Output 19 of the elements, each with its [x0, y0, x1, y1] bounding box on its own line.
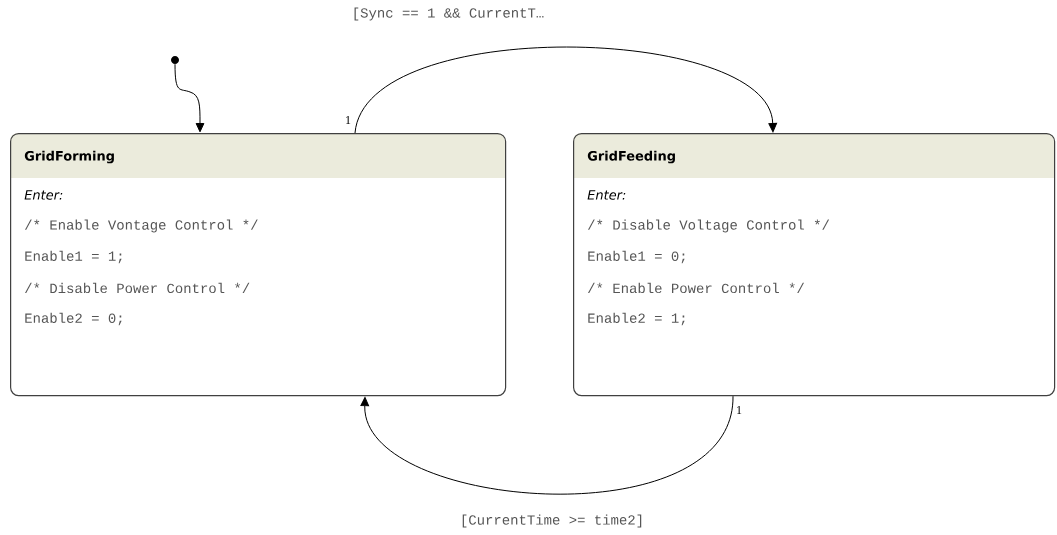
code-line: /* Disable Voltage Control */ — [588, 219, 830, 233]
code-line: Enable1 = 1; — [25, 250, 122, 264]
code-line: Enable2 = 0; — [25, 312, 122, 326]
code-line: Enable1 = 0; — [588, 250, 685, 264]
code-line: /* Disable Power Control */ — [25, 282, 250, 294]
state-name: GridFeeding — [587, 150, 675, 164]
execution-order-number: 1 — [346, 116, 351, 124]
code-line: Enable2 = 1; — [588, 312, 685, 326]
edge-label: [Sync == 1 && CurrentT… — [350, 6, 546, 22]
code-line: /* Enable Power Control */ — [588, 282, 804, 294]
action-label: Enter: — [24, 190, 63, 200]
transition-arrow — [174, 63, 205, 133]
transition-arrow — [354, 46, 778, 134]
edge-label: [CurrentTime >= time2] — [458, 513, 646, 529]
transition-arrow — [360, 395, 734, 495]
state-name: GridForming — [24, 150, 114, 164]
code-line: /* Enable Vontage Control */ — [25, 219, 258, 233]
execution-order-number: 1 — [737, 406, 742, 414]
action-label: Enter: — [587, 190, 626, 200]
